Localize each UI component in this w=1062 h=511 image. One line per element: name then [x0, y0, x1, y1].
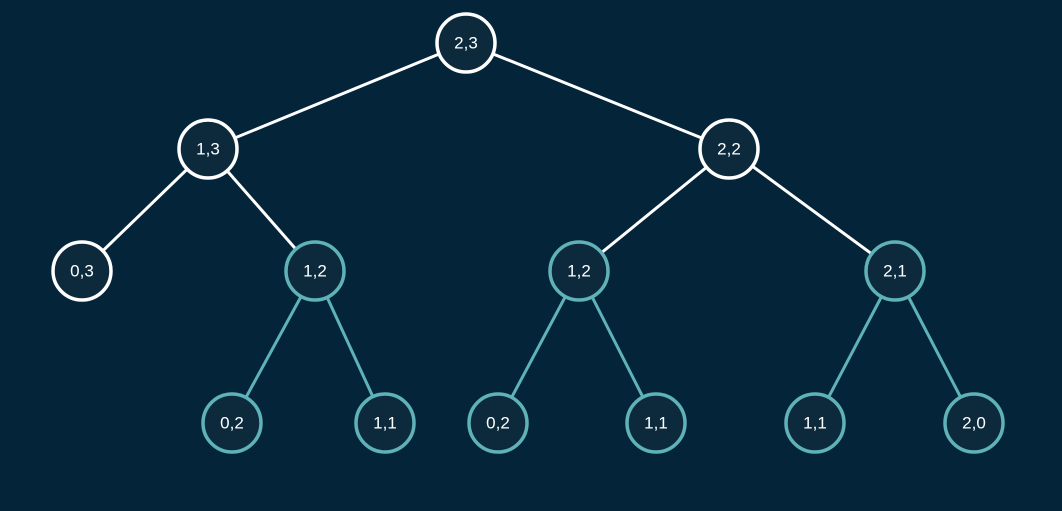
- tree-node-label: 1,3: [196, 140, 220, 159]
- tree-node: 0,2: [467, 392, 529, 454]
- tree-node: 1,3: [177, 118, 239, 180]
- tree-node-label: 1,1: [373, 414, 397, 433]
- tree-node-circle: [51, 240, 113, 302]
- tree-node: 1,1: [354, 392, 416, 454]
- tree-node-label: 1,1: [803, 414, 827, 433]
- tree-node-label: 2,3: [454, 34, 478, 53]
- tree-node-circle: [201, 392, 263, 454]
- tree-edge: [206, 41, 468, 151]
- tree-node-label: 0,2: [220, 414, 244, 433]
- tree-node: 0,3: [51, 240, 113, 302]
- tree-node-label: 1,2: [303, 262, 327, 281]
- tree-node-label: 2,2: [717, 140, 741, 159]
- tree-node-label: 0,3: [70, 262, 94, 281]
- tree-edges: [80, 41, 976, 425]
- tree-node-circle: [784, 392, 846, 454]
- tree-node-label: 2,0: [962, 414, 986, 433]
- tree-edge: [577, 147, 731, 273]
- tree-node-label: 1,2: [567, 262, 591, 281]
- tree-node-circle: [864, 240, 926, 302]
- tree-node: 1,1: [625, 392, 687, 454]
- tree-node-label: 2,1: [883, 262, 907, 281]
- tree-node-circle: [354, 392, 416, 454]
- tree-node: 1,1: [784, 392, 846, 454]
- tree-node-circle: [943, 392, 1005, 454]
- tree-node-circle: [284, 240, 346, 302]
- tree-node: 1,2: [284, 240, 346, 302]
- tree-edge: [727, 147, 897, 273]
- tree-node-circle: [467, 392, 529, 454]
- tree-node-circle: [177, 118, 239, 180]
- tree-node: 2,0: [943, 392, 1005, 454]
- tree-node-circle: [698, 118, 760, 180]
- tree-node-label: 1,1: [644, 414, 668, 433]
- tree-node-circle: [625, 392, 687, 454]
- tree-node: 0,2: [201, 392, 263, 454]
- tree-nodes: 2,3 1,3 2,2 0,3 1,2 1,2 2,1 0,2 1,1 0,2 1,1 1,1 2,0: [51, 12, 1005, 454]
- tree-node: 2,2: [698, 118, 760, 180]
- tree-node-circle: [548, 240, 610, 302]
- tree-node: 2,1: [864, 240, 926, 302]
- tree-node-label: 0,2: [486, 414, 510, 433]
- tree-node-circle: [435, 12, 497, 74]
- tree-node: 1,2: [548, 240, 610, 302]
- tree-edge: [464, 41, 731, 151]
- tree-node: 2,3: [435, 12, 497, 74]
